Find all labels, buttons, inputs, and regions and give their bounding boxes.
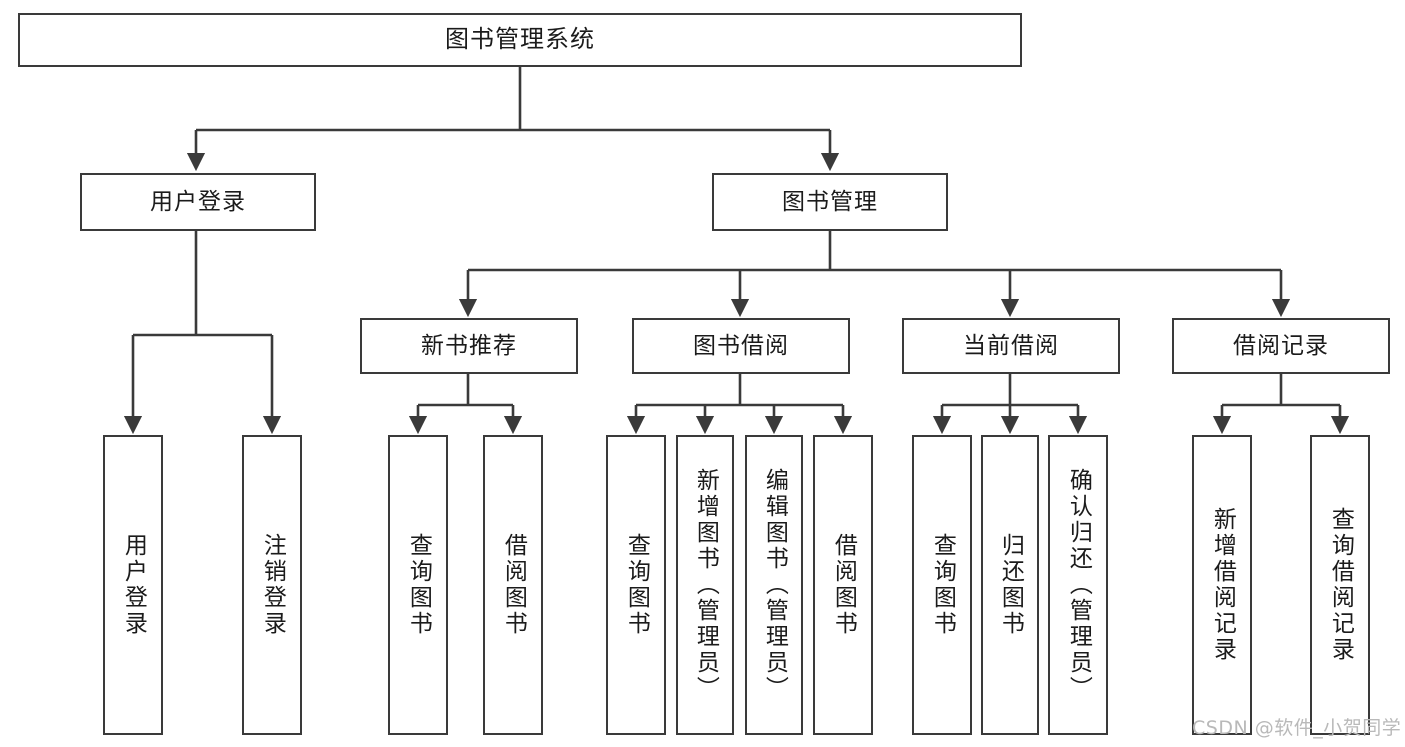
node-label: 用户登录 <box>120 533 147 637</box>
node-label: 借阅记录 <box>1233 332 1329 359</box>
node-book-manage[interactable]: 图书管理 <box>712 173 948 231</box>
node-current-borrow[interactable]: 当前借阅 <box>902 318 1120 374</box>
node-leaf-user-login[interactable]: 用户登录 <box>103 435 163 735</box>
node-leaf-edit-book-admin[interactable]: 编辑图书（管理员） <box>745 435 803 735</box>
node-label: 查询图书 <box>405 533 432 637</box>
node-book-management-system[interactable]: 图书管理系统 <box>18 13 1022 67</box>
node-leaf-return-book[interactable]: 归还图书 <box>981 435 1039 735</box>
node-leaf-borrow-book-1[interactable]: 借阅图书 <box>483 435 543 735</box>
node-label: 用户登录 <box>150 188 246 215</box>
node-leaf-query-book-2[interactable]: 查询图书 <box>606 435 666 735</box>
node-label: 图书管理 <box>782 188 878 215</box>
node-leaf-query-borrow-record[interactable]: 查询借阅记录 <box>1310 435 1370 735</box>
node-label: 当前借阅 <box>963 332 1059 359</box>
node-label: 查询图书 <box>929 533 956 637</box>
node-label: 图书管理系统 <box>445 25 595 54</box>
node-label: 新增图书（管理员） <box>692 468 719 702</box>
node-borrow-record[interactable]: 借阅记录 <box>1172 318 1390 374</box>
node-label: 新书推荐 <box>421 332 517 359</box>
node-label: 编辑图书（管理员） <box>761 468 788 702</box>
node-leaf-query-book-1[interactable]: 查询图书 <box>388 435 448 735</box>
node-new-book-recommend[interactable]: 新书推荐 <box>360 318 578 374</box>
node-label: 归还图书 <box>997 533 1024 637</box>
node-leaf-borrow-book-2[interactable]: 借阅图书 <box>813 435 873 735</box>
node-label: 新增借阅记录 <box>1209 507 1236 663</box>
node-leaf-query-book-3[interactable]: 查询图书 <box>912 435 972 735</box>
node-label: 查询图书 <box>623 533 650 637</box>
node-leaf-add-book-admin[interactable]: 新增图书（管理员） <box>676 435 734 735</box>
node-label: 图书借阅 <box>693 332 789 359</box>
csdn-watermark: CSDN @软件_小贺同学 <box>1192 717 1402 739</box>
node-leaf-logout-login[interactable]: 注销登录 <box>242 435 302 735</box>
node-label: 查询借阅记录 <box>1327 507 1354 663</box>
node-book-borrow[interactable]: 图书借阅 <box>632 318 850 374</box>
node-label: 借阅图书 <box>500 533 527 637</box>
node-leaf-add-borrow-record[interactable]: 新增借阅记录 <box>1192 435 1252 735</box>
node-label: 借阅图书 <box>830 533 857 637</box>
node-leaf-confirm-return-admin[interactable]: 确认归还（管理员） <box>1048 435 1108 735</box>
node-user-login[interactable]: 用户登录 <box>80 173 316 231</box>
node-label: 确认归还（管理员） <box>1065 468 1092 702</box>
node-label: 注销登录 <box>259 533 286 637</box>
